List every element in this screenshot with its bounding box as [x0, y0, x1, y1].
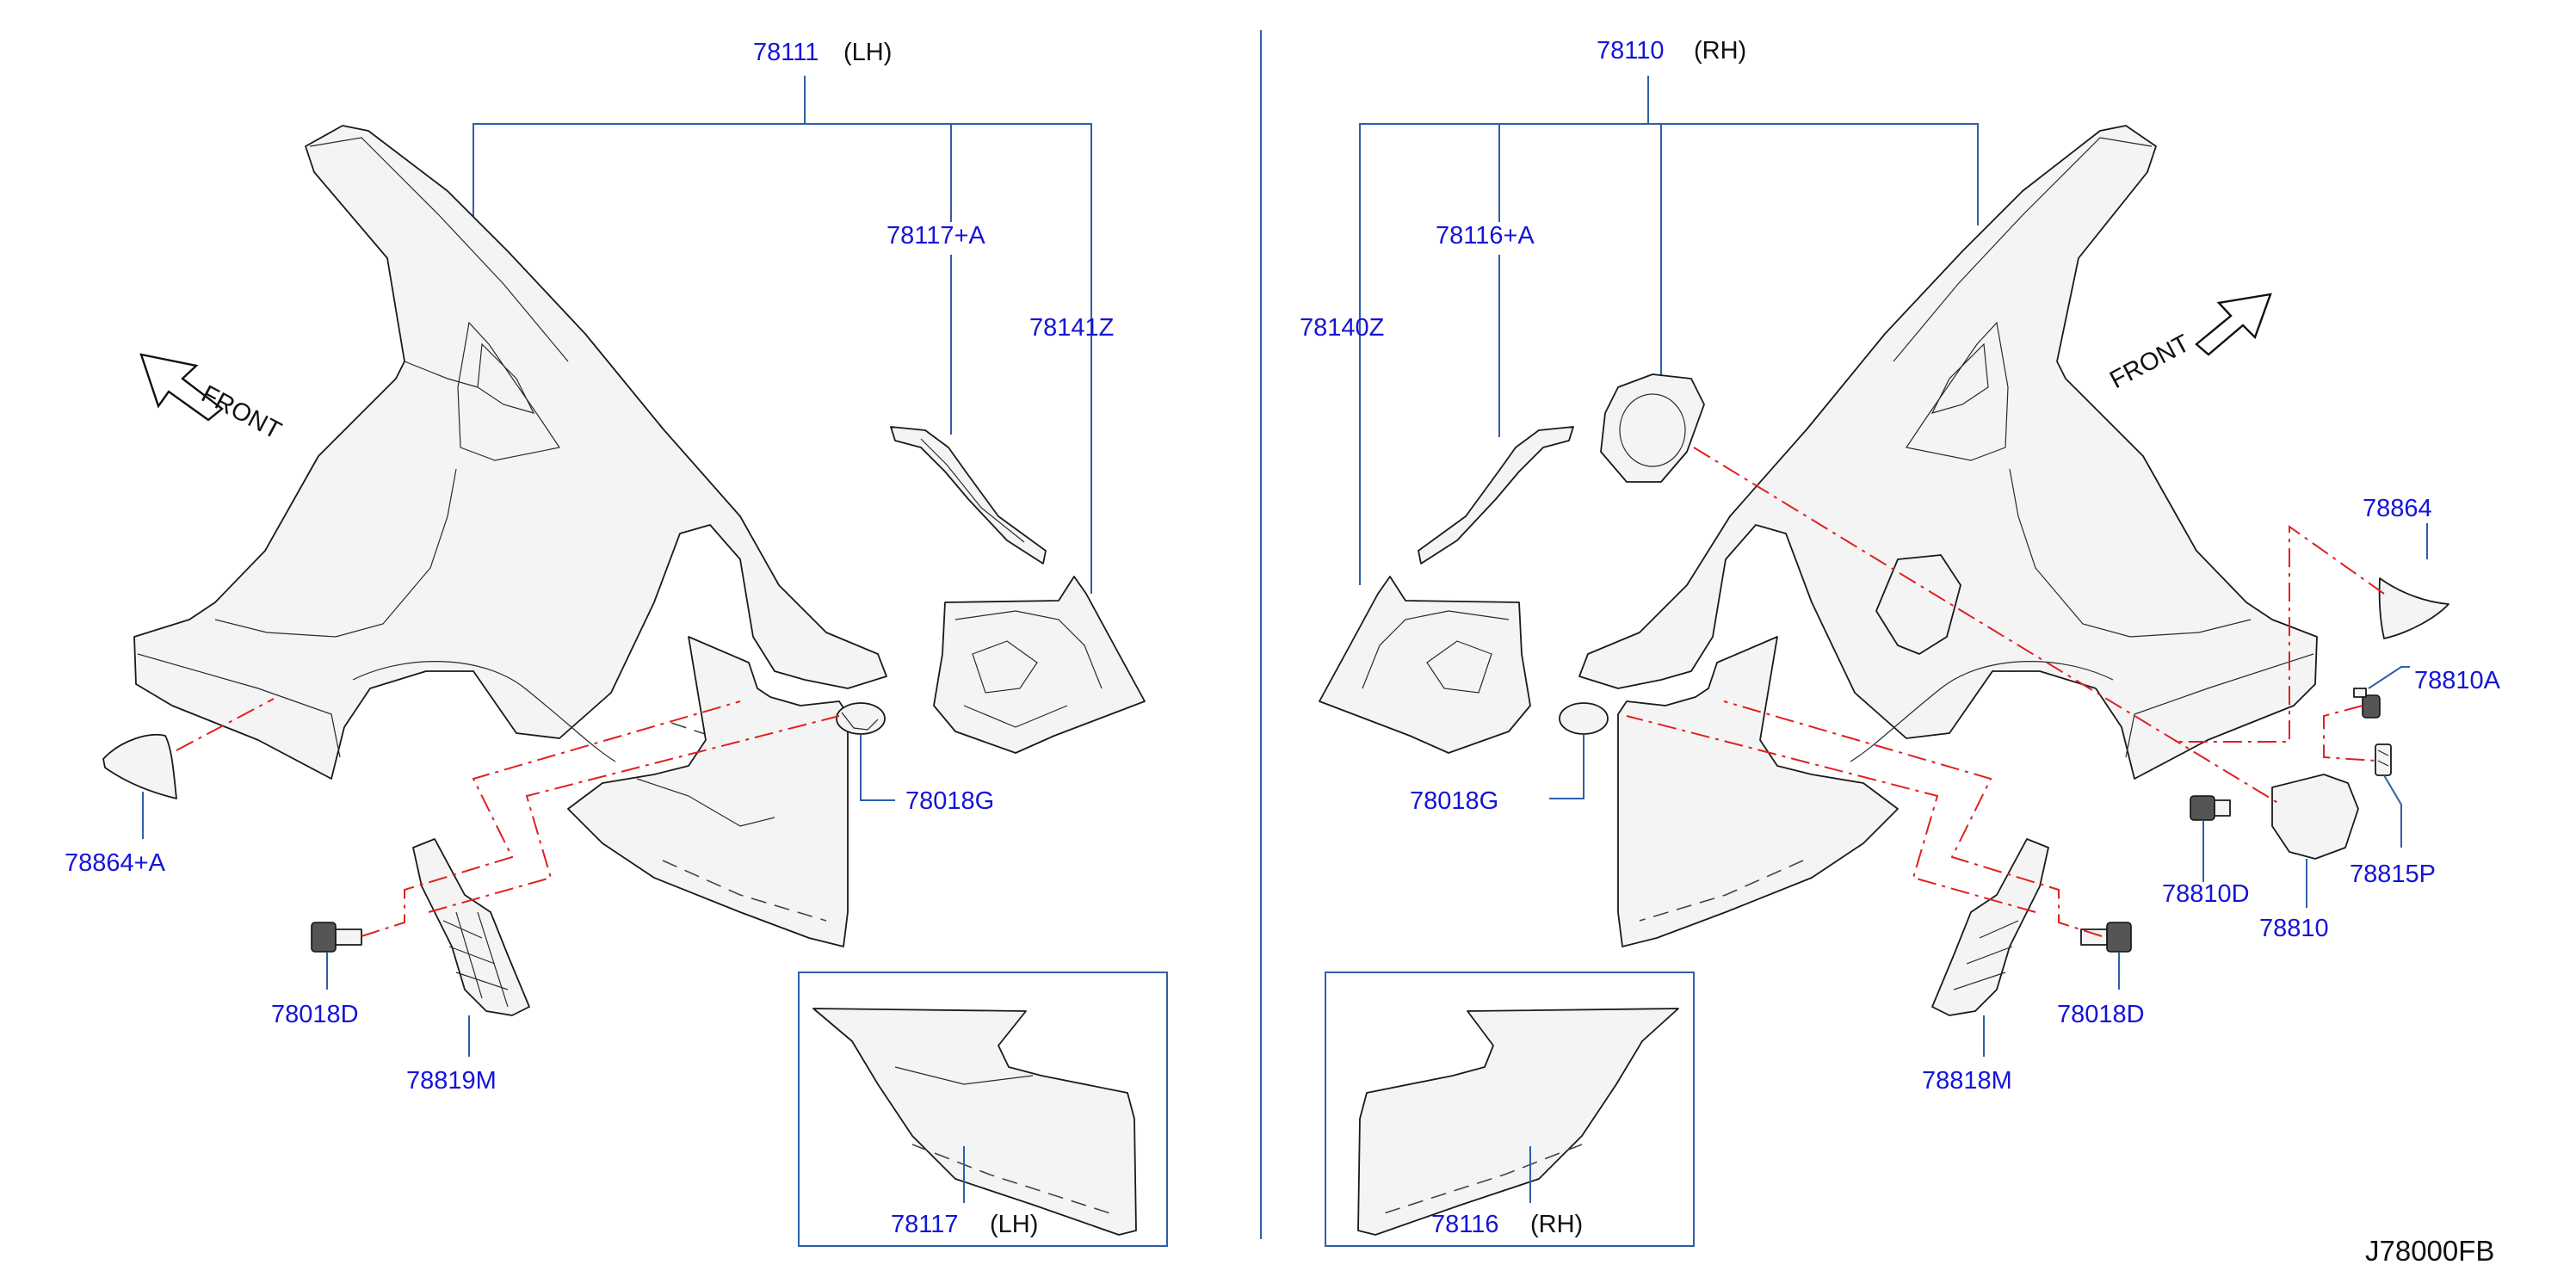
front-label-rh: FRONT: [2105, 330, 2194, 394]
callout-78018g-lh: 78018G: [905, 787, 994, 815]
inner-wheelhouse-lh: [567, 636, 849, 947]
detail-label-78116: 78116: [1431, 1211, 1499, 1238]
quarter-panel-lh: [133, 125, 887, 780]
bracket-78818m-rh: [1931, 838, 2049, 1016]
fuel-lid-opening: [1875, 554, 1961, 655]
fuel-lid-base: [1600, 373, 1705, 483]
callout-78018g-rh: 78018G: [1410, 787, 1498, 815]
cap-78864-a: [102, 733, 177, 799]
detail-box-78117: 78117 (LH): [798, 972, 1168, 1247]
detail-box-78116: 78116 (RH): [1325, 972, 1695, 1247]
callout-78810a: 78810A: [2414, 667, 2501, 694]
right-assembly-bracket: [1359, 123, 1979, 585]
detail-side-78117: (LH): [990, 1211, 1038, 1238]
callout-78116-a: 78116+A: [1436, 222, 1535, 250]
callout-78819m: 78819M: [406, 1067, 497, 1095]
callout-78018d-lh: 78018D: [271, 1001, 359, 1028]
clip-78815p: [2375, 743, 2392, 776]
callout-78018d-rh: 78018D: [2057, 1001, 2145, 1028]
bolt-78018d-rh: [2080, 922, 2132, 953]
clip-78018g-rh: [1559, 702, 1609, 735]
callout-78810: 78810: [2259, 915, 2329, 942]
mating-line-bracket-rh-a: [1723, 700, 2103, 937]
mating-line-78864: [2178, 525, 2385, 743]
reinforcement-78117-a: [890, 426, 1047, 564]
callout-78110: 78110: [1597, 37, 1665, 65]
callout-78818m: 78818M: [1922, 1067, 2012, 1095]
detail-side-78116: (RH): [1530, 1211, 1583, 1238]
front-arrow-rh: FRONT: [2105, 293, 2272, 394]
callout-78141z: 78141Z: [1029, 314, 1114, 342]
inner-wheelhouse-rh: [1617, 636, 1899, 947]
mating-line-78810a: [2323, 705, 2376, 762]
fastener-78810d: [2190, 795, 2231, 821]
callout-78110-side: (RH): [1694, 37, 1746, 65]
left-side: FRONT 78111 (LH) 78117+A 78141Z 78864+A …: [65, 39, 1168, 1247]
reinforcement-78116-a: [1418, 426, 1574, 564]
leader-78810a: [2368, 666, 2410, 689]
mating-line-bracket-rh-b: [1626, 715, 2036, 913]
mating-line-bracket-lh-a: [361, 700, 741, 937]
callout-78810d: 78810D: [2162, 880, 2250, 908]
detail-label-78117: 78117: [891, 1211, 959, 1238]
leader-78018g-rh: [1549, 734, 1585, 799]
callout-78117-a: 78117+A: [886, 222, 985, 250]
bolt-78018d-lh: [311, 922, 362, 953]
rear-floor-panel-78140z: [1319, 576, 1531, 754]
cap-78864: [2378, 577, 2449, 639]
callout-78864-a: 78864+A: [65, 849, 166, 877]
callout-78140z: 78140Z: [1300, 314, 1384, 342]
callout-78111: 78111: [753, 39, 819, 66]
bolt-78810a: [2353, 688, 2381, 719]
quarter-panel-rh: [1578, 125, 2318, 780]
diagram-code: J78000FB: [2365, 1235, 2494, 1267]
leader-78815p: [2383, 774, 2402, 848]
callout-78864: 78864: [2363, 495, 2432, 522]
rear-floor-panel-78141z: [933, 576, 1146, 754]
right-side: FRONT 78110 (RH) 78116+A 78140Z 78018G 7…: [1300, 37, 2501, 1247]
clip-78018g-lh: [836, 702, 886, 735]
leader-78018g-lh: [860, 734, 895, 801]
mating-line-cap-lh: [176, 698, 275, 751]
bracket-78819m-lh: [412, 838, 530, 1016]
callout-78815p: 78815P: [2350, 861, 2436, 888]
front-arrow-lh: FRONT: [139, 353, 286, 445]
callout-78111-side: (LH): [843, 39, 892, 66]
fuel-lid-78810: [2271, 774, 2359, 860]
